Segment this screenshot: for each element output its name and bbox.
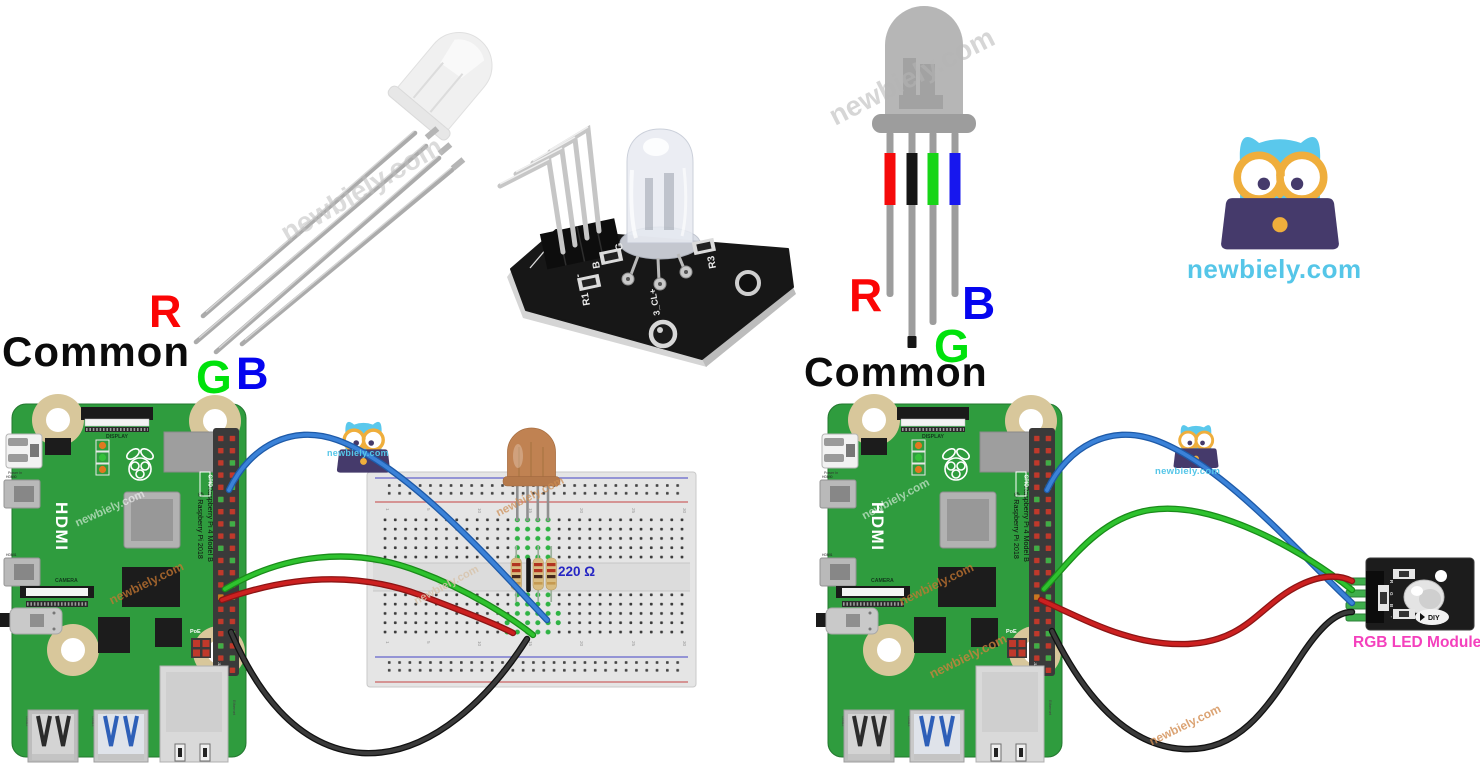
svg-text:1: 1: [385, 641, 390, 644]
clear-led: [619, 128, 701, 260]
led-pinout-label-r: R: [849, 269, 883, 321]
brand-site-text: newbiely.com: [1187, 254, 1362, 284]
breadboard-rgb-led: [502, 427, 561, 521]
led-leads: [193, 130, 455, 355]
pin-color-bands: [884, 153, 961, 205]
resistor-220: [545, 546, 557, 602]
svg-text:1: 1: [385, 508, 390, 511]
resistor-value-label: 220 Ω: [558, 564, 595, 579]
svg-text:15: 15: [528, 641, 533, 647]
brand-logo-owl: [1221, 137, 1339, 249]
silk-g: G: [614, 242, 626, 252]
svg-text:5: 5: [426, 508, 431, 511]
silk-minus: -: [573, 273, 584, 278]
led-pinout-label-g: G: [934, 320, 970, 372]
rgb-led-pinout: [872, 6, 976, 348]
svg-text:30: 30: [682, 641, 687, 647]
svg-text:20: 20: [579, 641, 584, 647]
breadboard: 1 5 10 15 20 25 30 1 5 10 15 20 25 30: [366, 471, 697, 688]
diy-logo: DIY: [1415, 609, 1449, 625]
led-photo-label-b: B: [236, 348, 269, 399]
column-numbers: 1 5 10 15 20 25 30 1 5 10 15 20 25 30: [385, 508, 687, 647]
module-pin-label: G: [1389, 592, 1394, 596]
wires: [218, 431, 1356, 757]
module-pin-label: R: [1389, 580, 1394, 584]
led-photo-label-common: Common: [2, 328, 190, 375]
wire-blue-right: [1043, 431, 1356, 607]
solder-pads: [621, 265, 693, 291]
resistor-220: [532, 546, 544, 602]
svg-text:10: 10: [477, 641, 482, 647]
svg-text:25: 25: [631, 641, 636, 647]
mini-logo-text-right: newbiely.com: [1155, 466, 1221, 477]
silk-r1: R1: [580, 291, 593, 306]
svg-text:20: 20: [579, 508, 584, 514]
led-pinout-label-b: B: [962, 277, 996, 329]
svg-text:15: 15: [528, 508, 533, 514]
mini-logo-text-left: newbiely.com: [327, 448, 389, 458]
silk-b: B: [591, 260, 603, 269]
svg-text:5: 5: [426, 641, 431, 644]
led-photo-label-g: G: [196, 351, 232, 403]
module-pin-label: B: [1389, 604, 1394, 608]
led-pinout-label-common: Common: [804, 349, 988, 395]
module-pin-label: -: [1389, 616, 1394, 618]
led-legs: [886, 131, 959, 337]
raspberry-pi-right: [814, 392, 1064, 763]
silk-r3: R3: [706, 254, 719, 269]
wire-red-right: [1037, 573, 1356, 648]
smd-resistors: [1378, 569, 1415, 619]
wire-green-right: [1040, 505, 1356, 594]
screw-holes: [648, 270, 761, 349]
raspberry-pi-left: [0, 392, 248, 763]
rgb-led-photo: [193, 32, 493, 355]
svg-text:10: 10: [477, 508, 482, 514]
diy-label: DIY: [1428, 615, 1440, 622]
header-pins: [497, 124, 602, 255]
led-photo-label-r: R: [149, 286, 182, 337]
rgb-module-caption: RGB LED Module: [1353, 634, 1480, 651]
module-led: [1403, 579, 1445, 615]
silk-cl: 3_CL+: [647, 288, 662, 317]
svg-text:30: 30: [682, 508, 687, 514]
wire-black-right: [1048, 608, 1356, 753]
ky016-module-photo: B G - R1 R3 3_CL+: [497, 124, 796, 367]
svg-text:25: 25: [631, 508, 636, 514]
rgb-led-module-board: R G B - DIY: [1345, 557, 1475, 631]
